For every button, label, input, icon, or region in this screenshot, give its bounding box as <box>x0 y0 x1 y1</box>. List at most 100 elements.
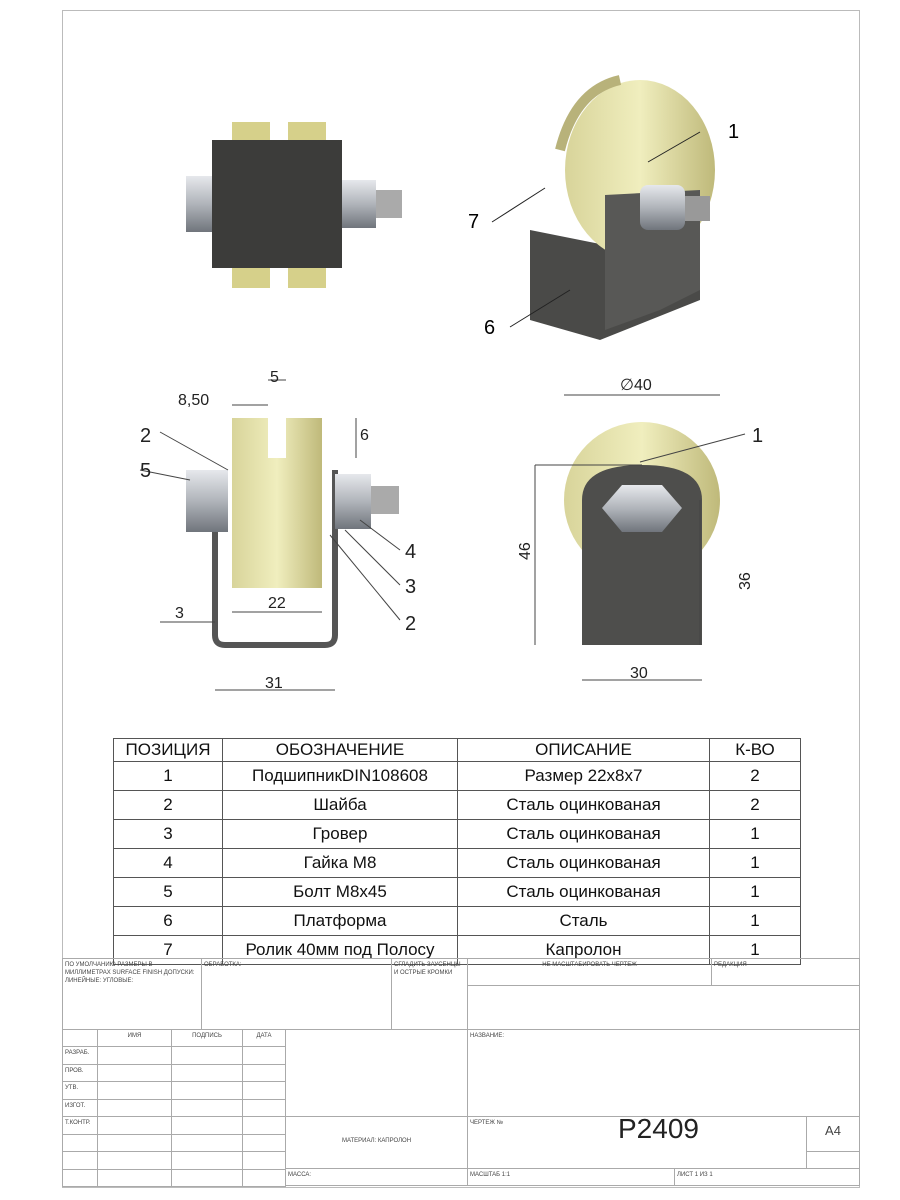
name-field: Название: <box>467 1029 860 1117</box>
edges-note: Сгладить заусенцы и острые кромки <box>391 958 468 1030</box>
blank-cell <box>171 1151 243 1170</box>
finish-field: Обработка: <box>201 958 392 1030</box>
blank-cell <box>97 1081 172 1100</box>
blank-cell <box>171 1081 243 1100</box>
role-label: Пров. <box>62 1063 98 1082</box>
header-qty: К-ВО <box>709 738 801 762</box>
scale-field: Масштаб 1:1 <box>467 1168 675 1186</box>
col-name: Имя <box>97 1029 172 1047</box>
role-label: Разраб. <box>62 1046 98 1065</box>
blank-cell <box>62 1133 98 1152</box>
table-cell: 5 <box>113 877 223 907</box>
side-view: ∅40 46 36 30 1 <box>517 377 763 682</box>
material-field: Материал: Капролон <box>285 1116 468 1169</box>
dim-diameter-40: ∅40 <box>620 377 652 394</box>
callout-1: 1 <box>728 121 739 143</box>
top-view <box>186 122 402 288</box>
dim-8-50: 8,50 <box>178 392 209 409</box>
table-cell: 3 <box>113 819 223 849</box>
table-cell: 1 <box>709 935 801 965</box>
blank-cell <box>97 1063 172 1082</box>
col-date: Дата <box>242 1029 286 1047</box>
blank-cell <box>467 985 860 1030</box>
blank-cell <box>806 1151 860 1169</box>
callout-6: 6 <box>484 317 495 339</box>
col-signature: Подпись <box>171 1029 243 1047</box>
table-cell: 7 <box>113 935 223 965</box>
blank-cell <box>97 1151 172 1170</box>
blank-cell <box>97 1098 172 1117</box>
table-cell: 1 <box>709 877 801 907</box>
drawing-number: P2409 <box>618 1113 699 1144</box>
table-cell: Сталь оцинкованая <box>457 848 710 878</box>
blank-cell <box>242 1081 286 1100</box>
table-cell: Гайка М8 <box>222 848 458 878</box>
blank-cell <box>242 1098 286 1117</box>
blank-cell <box>171 1046 243 1065</box>
blank-cell <box>171 1063 243 1082</box>
blank-cell <box>242 1116 286 1135</box>
table-cell: Шайба <box>222 790 458 820</box>
role-label: Утв. <box>62 1081 98 1100</box>
drawing-number-label: Чертеж № <box>470 1120 504 1126</box>
table-cell: Сталь оцинкованая <box>457 819 710 849</box>
table-cell: Гровер <box>222 819 458 849</box>
header-designation: ОБОЗНАЧЕНИЕ <box>222 738 458 762</box>
blank-cell <box>62 1151 98 1170</box>
drawing-views: 1 7 6 8,50 5 6 22 3 31 2 5 4 3 2 <box>139 75 763 692</box>
table-cell: Сталь оцинкованая <box>457 877 710 907</box>
table-cell: 1 <box>709 848 801 878</box>
blank-cell <box>62 1029 98 1047</box>
blank-cell <box>171 1168 243 1187</box>
table-cell: 1 <box>709 819 801 849</box>
table-cell: Платформа <box>222 906 458 936</box>
blank-cell <box>242 1151 286 1170</box>
table-cell: 6 <box>113 906 223 936</box>
blank-cell <box>62 1168 98 1187</box>
role-label: Изгот. <box>62 1098 98 1117</box>
table-cell: ПодшипникDIN108608 <box>222 761 458 791</box>
blank-cell <box>285 1029 468 1117</box>
dim-30: 30 <box>630 665 648 682</box>
table-cell: 2 <box>709 790 801 820</box>
no-scale-note: Не масштабировать чертеж <box>467 958 712 986</box>
callout-4: 4 <box>405 541 416 563</box>
blank-cell <box>242 1046 286 1065</box>
table-cell: 2 <box>709 761 801 791</box>
callout-5: 5 <box>140 460 151 482</box>
dim-36: 36 <box>737 572 754 590</box>
role-label: Т.контр. <box>62 1116 98 1135</box>
blank-cell <box>171 1098 243 1117</box>
revision-field: Редакция <box>711 958 860 986</box>
dim-6: 6 <box>360 427 369 444</box>
table-cell: Болт М8х45 <box>222 877 458 907</box>
isometric-view: 1 7 6 <box>468 75 739 340</box>
dim-3: 3 <box>175 605 184 622</box>
table-cell: Сталь <box>457 906 710 936</box>
table-header: ПОЗИЦИЯ ОБОЗНАЧЕНИЕ ОПИСАНИЕ К-ВО <box>113 738 801 762</box>
callout-3: 3 <box>405 576 416 598</box>
section-view: 8,50 5 6 22 3 31 2 5 4 3 2 <box>139 369 416 692</box>
callout-2: 2 <box>140 425 151 447</box>
header-description: ОПИСАНИЕ <box>457 738 710 762</box>
mass-field: Масса: <box>285 1168 468 1186</box>
sheet-field: Лист 1 из 1 <box>674 1168 860 1186</box>
defaults-note: По умолчанию размеры в миллиметрах surfa… <box>62 958 202 1030</box>
callout-2b: 2 <box>405 613 416 635</box>
table-cell: 2 <box>113 790 223 820</box>
table-cell: Сталь оцинкованая <box>457 790 710 820</box>
blank-cell <box>171 1133 243 1152</box>
drawing-frame <box>62 10 860 1188</box>
callout-7: 7 <box>468 211 479 233</box>
dim-22: 22 <box>268 595 286 612</box>
table-cell: Ролик 40мм под Полосу <box>222 935 458 965</box>
sheet-format: A4 <box>806 1116 860 1152</box>
table-cell: 1 <box>709 906 801 936</box>
callout-1b: 1 <box>752 425 763 447</box>
